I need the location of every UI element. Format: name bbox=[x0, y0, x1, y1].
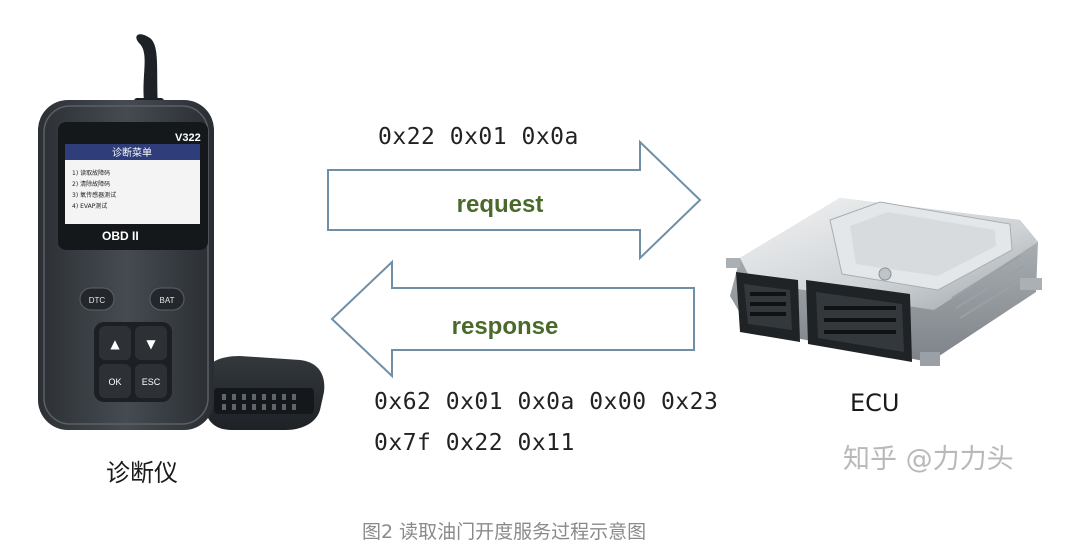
request-arrow bbox=[327, 139, 702, 261]
obd-menu-item-3: 3) 氧传感器测试 bbox=[72, 191, 116, 199]
svg-text:OK: OK bbox=[108, 377, 121, 387]
ecu-connector-right bbox=[806, 280, 912, 362]
ecu-label: ECU bbox=[850, 389, 900, 417]
ecu-module bbox=[726, 198, 1042, 366]
obd-model-label: V322 bbox=[175, 132, 201, 144]
response-positive-bytes: 0x62 0x01 0x0a 0x00 0x23 bbox=[374, 389, 719, 415]
obd-bat-button bbox=[149, 287, 185, 311]
svg-text:▼: ▼ bbox=[146, 337, 156, 351]
svg-text:DTC: DTC bbox=[89, 296, 106, 305]
request-bytes: 0x22 0x01 0x0a bbox=[378, 124, 579, 150]
response-negative-bytes: 0x7f 0x22 0x11 bbox=[374, 430, 575, 456]
response-arrow bbox=[330, 259, 695, 379]
obd-menu-item-4: 4) EVAP测试 bbox=[72, 202, 107, 210]
diagnostic-tool-label: 诊断仪 bbox=[106, 459, 178, 487]
obd-brand-label: OBD II bbox=[102, 229, 139, 243]
obd-menu-item-2: 2) 清除故障码 bbox=[72, 180, 110, 188]
watermark: 知乎 @力力头 bbox=[843, 444, 1014, 475]
obd-down-button bbox=[135, 326, 167, 360]
ecu-connector-left bbox=[736, 272, 800, 342]
obd-up-button bbox=[99, 326, 131, 360]
arrows-diagram: request response bbox=[327, 139, 702, 379]
obd-cable bbox=[136, 34, 158, 108]
obd-ok-button bbox=[99, 364, 131, 398]
obd-screen-title: 诊断菜单 bbox=[112, 146, 152, 159]
svg-text:▲: ▲ bbox=[110, 337, 120, 351]
request-label: request bbox=[457, 191, 544, 218]
obd-dtc-button bbox=[79, 287, 115, 311]
obd-esc-button bbox=[135, 364, 167, 398]
svg-text:ESC: ESC bbox=[142, 377, 161, 387]
obd-menu-item-1: 1) 读取故障码 bbox=[72, 169, 110, 177]
svg-text:BAT: BAT bbox=[160, 296, 175, 305]
response-label: response bbox=[452, 313, 559, 340]
obd-scan-tool: V322 诊断菜单 1) 读取故障码 2) 清除故障码 3) 氧传感器测试 4)… bbox=[38, 34, 325, 430]
figure-caption: 图2 读取油门开度服务过程示意图 bbox=[362, 521, 647, 543]
obd-connector-plug bbox=[205, 356, 325, 430]
